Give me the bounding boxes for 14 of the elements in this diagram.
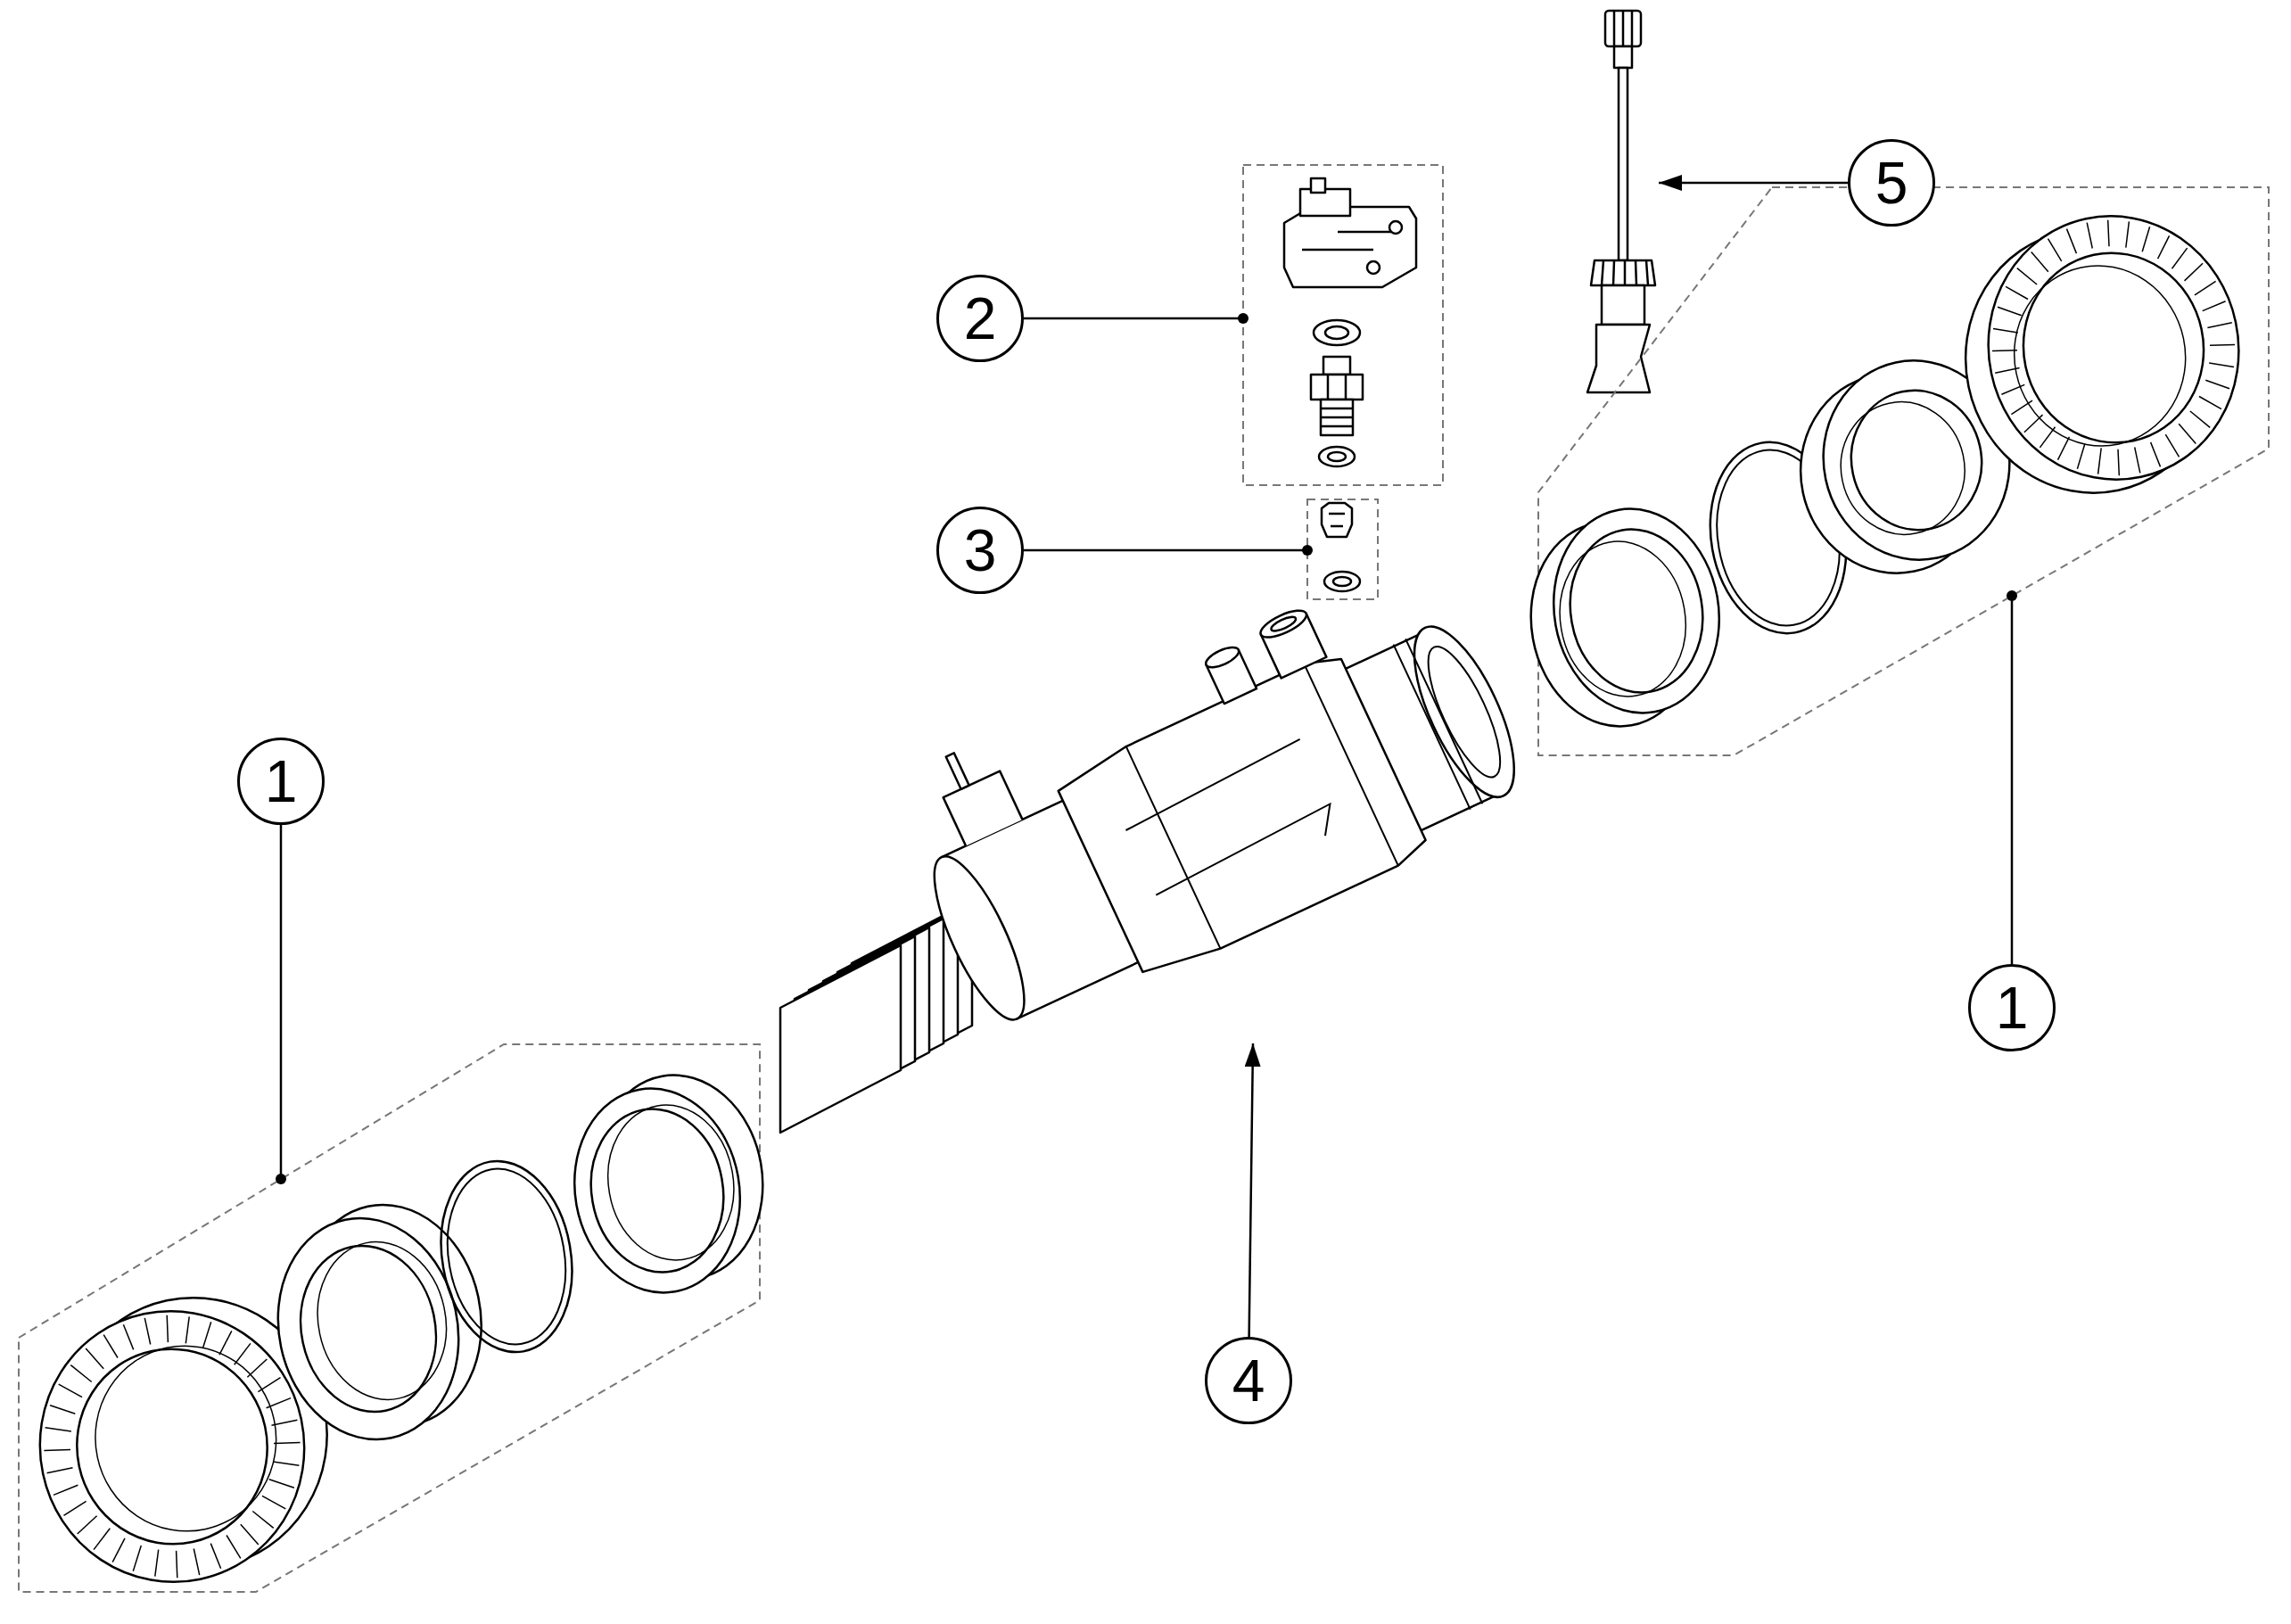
callout-number: 4 xyxy=(1205,1337,1292,1424)
callout-number: 1 xyxy=(237,738,325,825)
leader-line xyxy=(1244,1043,1261,1337)
dashed-part-group xyxy=(1243,165,1443,485)
leader-line xyxy=(1024,313,1249,324)
leader-line xyxy=(1659,175,1848,191)
dashed-part-group xyxy=(1307,499,1378,599)
callout-number: 2 xyxy=(936,275,1024,362)
callout-number: 3 xyxy=(936,507,1024,594)
callout-number: 5 xyxy=(1848,139,1935,227)
callout-number: 1 xyxy=(1968,964,2056,1051)
leader-line xyxy=(1024,545,1313,556)
leader-line xyxy=(276,825,286,1184)
leader-line xyxy=(2007,590,2017,964)
